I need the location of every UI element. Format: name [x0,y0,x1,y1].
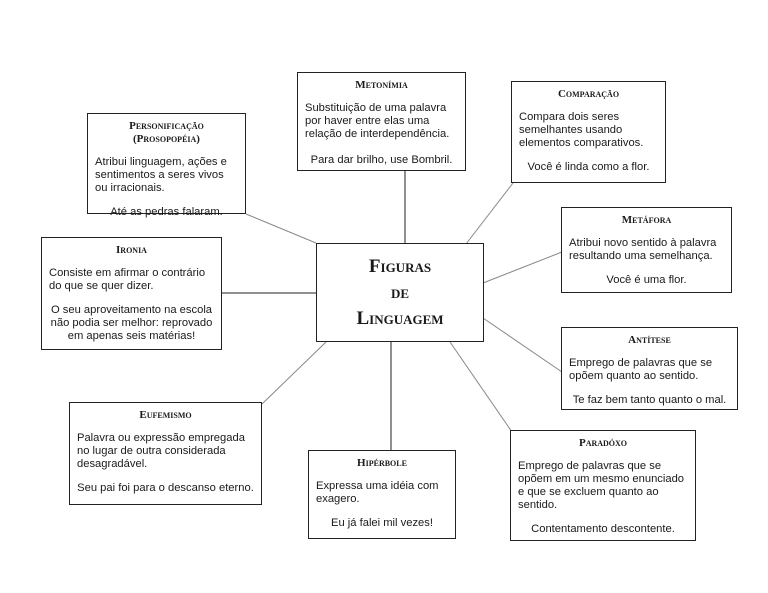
node-paradoxo: Paradóxo Emprego de palavras que se opõe… [510,430,696,541]
node-title: Comparação [557,88,620,100]
node-title: Ironia [116,244,147,256]
node-description: Atribui linguagem, ações e sentimentos a… [95,156,227,194]
node-eufemismo: Eufemismo Palavra ou expressão empregada… [69,402,262,505]
center-line-1: Figuras [368,255,432,277]
node-title: Eufemismo [139,409,192,421]
node-title: Paradóxo [578,437,628,449]
center-line-2: de [390,281,410,303]
connector-metafora [482,251,563,284]
node-title: Hipérbole [357,457,407,469]
node-example: O seu aproveitamento na escola não podia… [50,304,213,342]
center-line-3: Linguagem [356,307,444,329]
connector-eufemismo [261,341,327,405]
node-metonimia: Metonímia Substituição de uma palavra po… [297,72,466,171]
node-example: Contentamento descontente. [531,523,675,535]
node-ironia: Ironia Consiste em afirmar o contrário d… [41,237,222,350]
node-description: Substituição de uma palavra por haver en… [305,102,450,140]
node-description: Emprego de palavras que se opõem em um m… [518,460,685,511]
connector-personificacao [245,213,317,244]
node-example: Você é linda como a flor. [527,161,650,173]
node-description: Atribui novo sentido à palavra resultand… [569,237,717,262]
node-title: Metáfora [621,214,672,226]
node-example: Eu já falei mil vezes! [331,517,433,529]
center-topic: Figuras de Linguagem [316,243,484,342]
node-title: Personificação (Prosopopéia) [129,120,204,145]
node-title: Antítese [628,334,671,346]
node-description: Compara dois seres semelhantes usando el… [519,111,644,149]
node-description: Consiste em afirmar o contrário do que s… [49,267,206,292]
node-example: Até as pedras falaram. [110,206,223,218]
node-example: Você é uma flor. [606,274,687,286]
node-description: Palavra ou expressão empregada no lugar … [77,432,245,470]
node-hiperbole: Hipérbole Expressa uma idéia com exagero… [308,450,456,539]
connector-paradoxo [449,341,513,433]
node-antitese: Antítese Emprego de palavras que se opõe… [561,327,738,410]
node-metafora: Metáfora Atribui novo sentido à palavra … [561,207,732,293]
node-description: Expressa uma idéia com exagero. [316,480,439,505]
node-title: Metonímia [355,79,408,91]
node-example: Seu pai foi para o descanso eterno. [77,482,254,494]
node-personificacao: Personificação (Prosopopéia) Atribui lin… [87,113,246,218]
node-description: Emprego de palavras que se opõem quanto … [569,357,713,382]
connector-antitese [482,317,563,373]
connector-comparacao [465,182,514,245]
node-comparacao: Comparação Compara dois seres semelhante… [511,81,666,183]
node-example: Te faz bem tanto quanto o mal. [572,394,727,406]
node-example: Para dar brilho, use Bombril. [310,154,453,166]
